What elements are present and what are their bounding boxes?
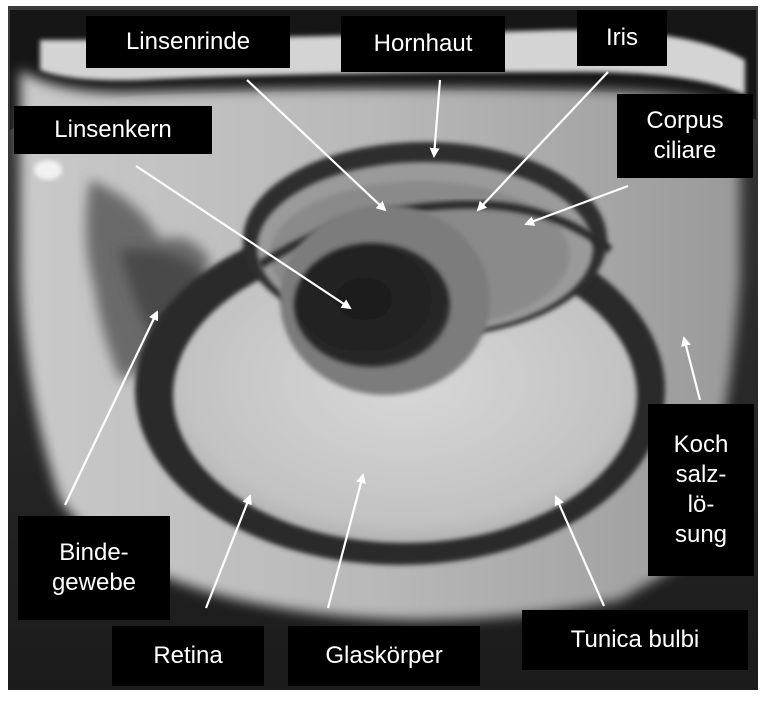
label-linsenrinde: Linsenrinde [86,16,290,68]
label-corpus-ciliare: Corpus ciliare [617,94,753,178]
label-kochsalzloesung: Koch salz- lö- sung [648,404,754,576]
label-iris: Iris [577,10,667,66]
label-tunica-bulbi: Tunica bulbi [522,610,748,670]
label-retina: Retina [112,626,264,686]
label-glaskoerper: Glaskörper [288,626,480,686]
label-bindegewebe: Binde- gewebe [18,516,170,620]
label-hornhaut: Hornhaut [341,16,505,72]
label-linsenkern: Linsenkern [14,106,212,154]
